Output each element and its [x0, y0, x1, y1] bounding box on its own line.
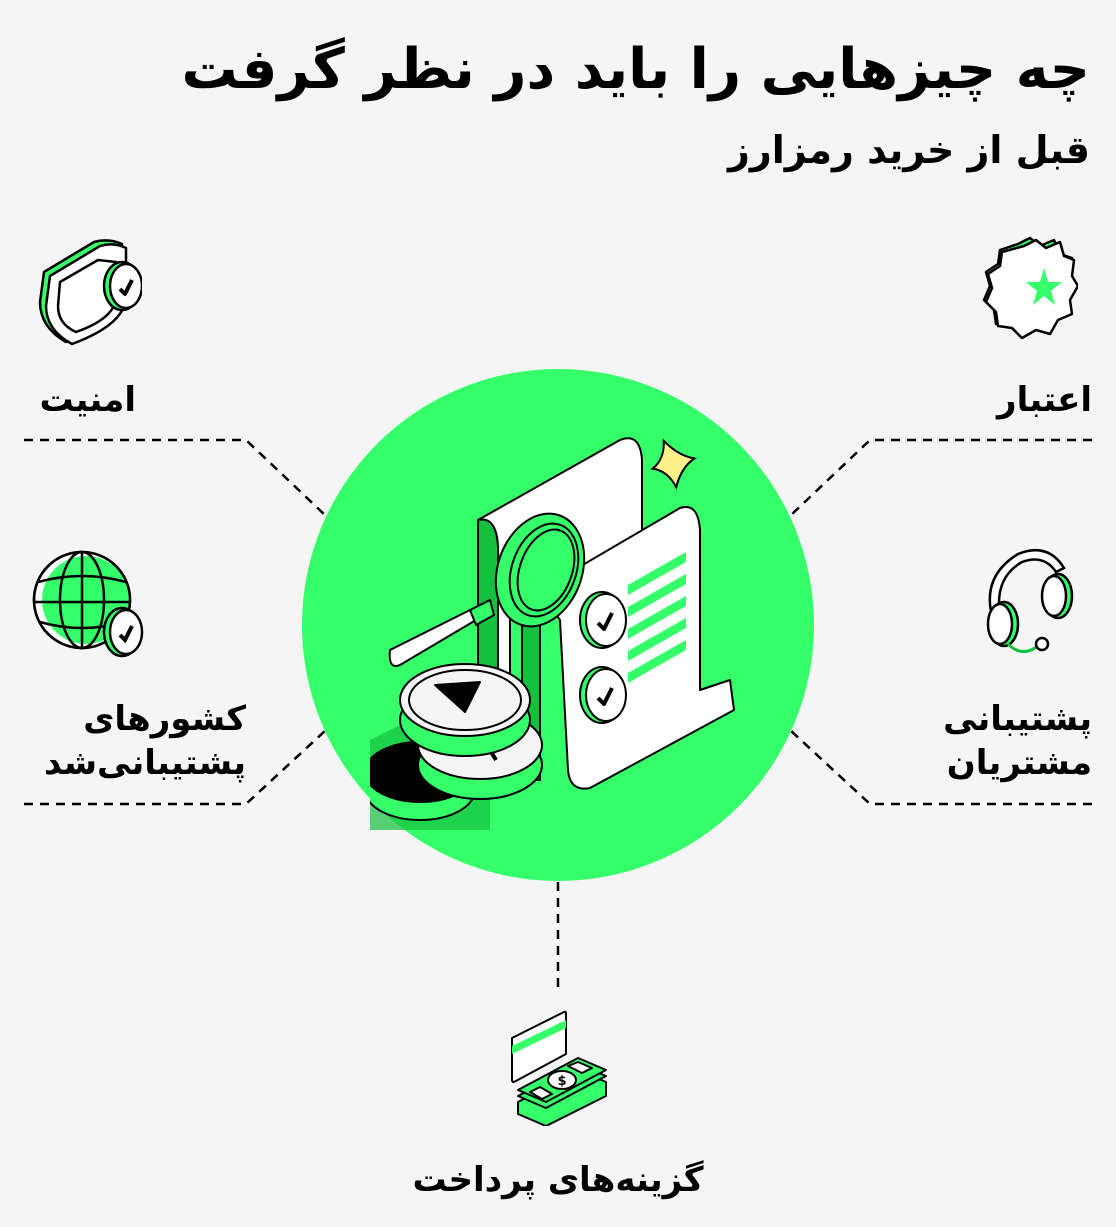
- crypto-research-document-icon: [370, 437, 735, 830]
- page-title: چه چیزهایی را باید در نظر گرفت: [181, 37, 1091, 102]
- headset-icon: [986, 549, 1074, 653]
- label-support-line1: پشتیبانی: [943, 699, 1092, 739]
- card-and-cash-icon: $: [511, 1010, 607, 1126]
- label-payment-options: گزینه‌های پرداخت: [412, 1160, 704, 1200]
- label-countries-line2: پشتیبانی‌شد: [43, 743, 246, 783]
- globe-check-icon: [32, 550, 144, 658]
- label-support-line2: مشتریان: [946, 743, 1092, 783]
- label-reputation: اعتبار: [997, 380, 1092, 420]
- connector-support: [789, 729, 1092, 806]
- star-badge-icon: [982, 236, 1078, 340]
- connector-security: [24, 438, 327, 517]
- connector-reputation: [789, 438, 1092, 517]
- shield-check-icon: [38, 239, 142, 346]
- svg-text:$: $: [557, 1074, 566, 1089]
- page-subtitle: قبل از خرید رمزارز: [728, 128, 1090, 172]
- label-security: امنیت: [39, 380, 136, 420]
- connector-countries: [24, 729, 327, 806]
- label-countries-line1: کشورهای: [83, 699, 246, 739]
